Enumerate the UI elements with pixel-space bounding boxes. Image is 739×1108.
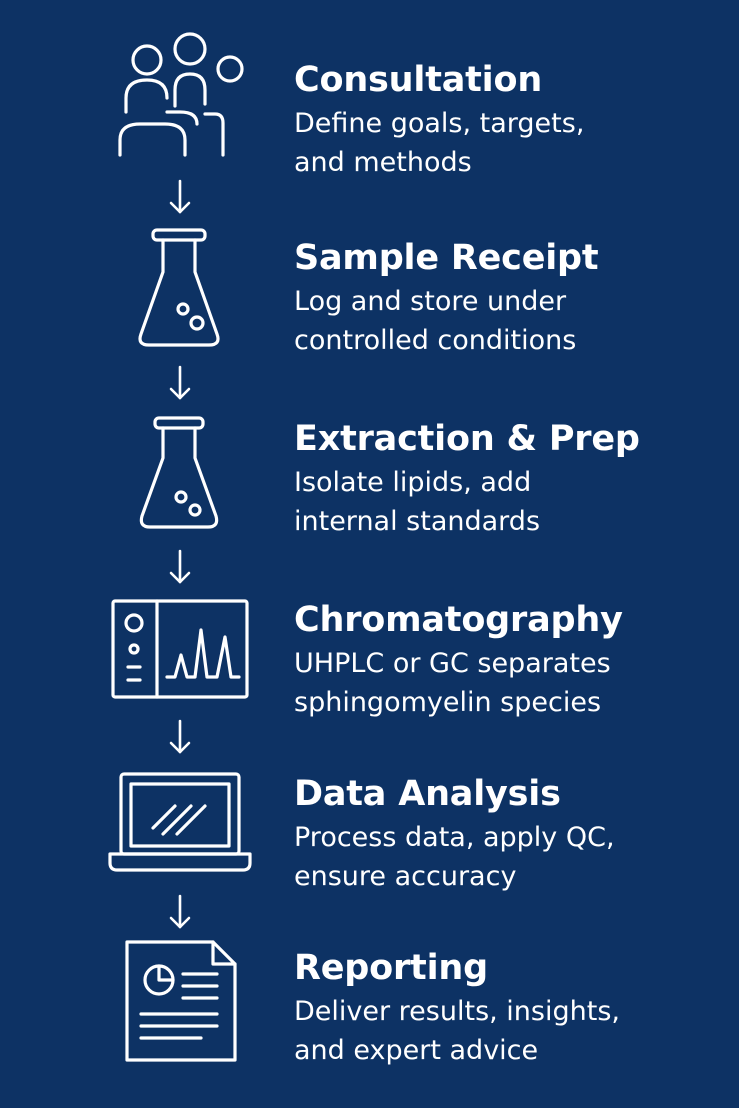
step-title: Consultation <box>294 60 543 100</box>
step-description-line: Isolate lipids, add <box>294 467 532 498</box>
step-description: Log and store under controlled condition… <box>294 282 734 360</box>
step-description: Deliver results, insights, and expert ad… <box>294 992 734 1070</box>
step-description: Define goals, targets, and methods <box>294 104 734 182</box>
step-description: Process data, apply QC, ensure accuracy <box>294 818 734 896</box>
erlenmeyer-flask-icon <box>105 410 255 550</box>
step-description: UHPLC or GC separates sphingomyelin spec… <box>294 644 734 722</box>
step-description-line: Log and store under <box>294 286 567 317</box>
step-description-line: Define goals, targets, <box>294 108 585 139</box>
step-description-line: sphingomyelin species <box>294 687 602 718</box>
step-title: Sample Receipt <box>294 238 599 278</box>
step-description-line: Deliver results, insights, <box>294 996 620 1027</box>
step-title: Data Analysis <box>294 774 561 814</box>
step-sample-receipt: Sample Receipt Log and store under contr… <box>294 236 734 360</box>
people-group-icon <box>105 28 255 168</box>
step-data-analysis: Data Analysis Process data, apply QC, en… <box>294 772 734 896</box>
step-chromatography: Chromatography UHPLC or GC separates sph… <box>294 598 734 722</box>
laptop-icon <box>105 762 255 902</box>
down-arrow-icon <box>165 178 195 218</box>
report-document-icon <box>105 934 255 1074</box>
step-title: Chromatography <box>294 600 623 640</box>
step-description: Isolate lipids, add internal standards <box>294 463 734 541</box>
step-extraction-prep: Extraction & Prep Isolate lipids, add in… <box>294 417 734 541</box>
step-description-line: controlled conditions <box>294 325 577 356</box>
step-description-line: internal standards <box>294 506 541 537</box>
erlenmeyer-flask-icon <box>105 222 255 362</box>
step-reporting: Reporting Deliver results, insights, and… <box>294 946 734 1070</box>
step-description-line: UHPLC or GC separates <box>294 648 611 679</box>
step-description-line: and methods <box>294 147 472 178</box>
step-consultation: Consultation Define goals, targets, and … <box>294 58 734 182</box>
step-description-line: ensure accuracy <box>294 861 517 892</box>
down-arrow-icon <box>165 718 195 758</box>
step-title: Reporting <box>294 948 488 988</box>
step-description-line: Process data, apply QC, <box>294 822 615 853</box>
chromatograph-instrument-icon <box>105 585 255 725</box>
step-description-line: and expert advice <box>294 1035 539 1066</box>
down-arrow-icon <box>165 364 195 404</box>
down-arrow-icon <box>165 548 195 588</box>
step-title: Extraction & Prep <box>294 419 640 459</box>
down-arrow-icon <box>165 893 195 933</box>
